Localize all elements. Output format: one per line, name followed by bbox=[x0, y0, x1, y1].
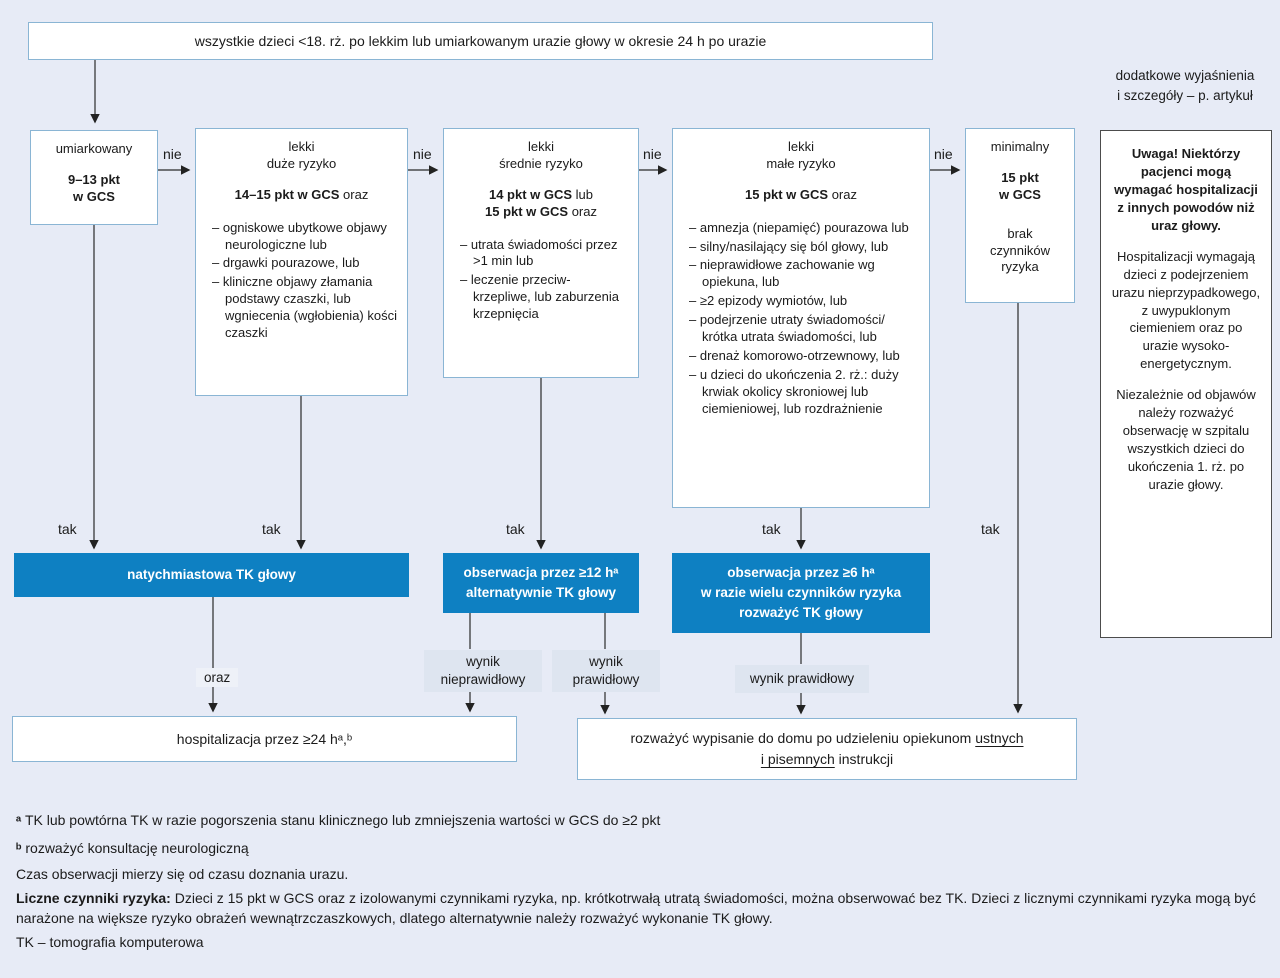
criteria-list: ogniskowe ubytkowe objawy neurologiczne … bbox=[204, 220, 399, 342]
action-box-immediate-ct: natychmiastowa TK głowy bbox=[14, 553, 409, 597]
attention-paragraph: Hospitalizacji wymagają dzieci z podejrz… bbox=[1111, 248, 1261, 372]
box-title: lekki duże ryzyko bbox=[266, 139, 337, 171]
criteria-item: u dzieci do ukończenia 2. rż.: duży krwi… bbox=[689, 367, 919, 418]
attention-note-box: Uwaga! Niektórzy pacjenci mogą wymagać h… bbox=[1100, 130, 1272, 638]
gcs-score: 14–15 pkt w GCS oraz bbox=[204, 187, 399, 204]
gcs-score-rest: lub bbox=[572, 186, 594, 202]
edge-label-tak-2: tak bbox=[262, 521, 281, 537]
criteria-item: kliniczne objawy złamania podstawy czasz… bbox=[212, 274, 397, 342]
severity-box-moderate: umiarkowany 9–13 pkt w GCS bbox=[30, 130, 158, 225]
severity-box-minimal: minimalny 15 pkt w GCS brak czynników ry… bbox=[965, 128, 1075, 303]
result-label-normal-1: wynik prawidłowy bbox=[552, 650, 660, 692]
gcs-score-bold: 14–15 pkt w GCS bbox=[234, 186, 340, 202]
outcome-box-discharge: rozważyć wypisanie do domu po udzieleniu… bbox=[577, 718, 1077, 780]
action-box-observe-12h: obserwacja przez ≥12 hᵃ alternatywnie TK… bbox=[443, 553, 639, 613]
box-title: minimalny bbox=[990, 139, 1050, 154]
entry-criteria-text: wszystkie dzieci <18. rż. po lekkim lub … bbox=[194, 33, 767, 49]
edge-label-nie-1: nie bbox=[163, 146, 182, 162]
criteria-list: amnezja (niepamięć) pourazowa lub silny/… bbox=[681, 220, 921, 418]
criteria-item: leczenie przeciw-krzepliwe, lub zaburzen… bbox=[460, 272, 628, 323]
edge-label-nie-2: nie bbox=[413, 146, 432, 162]
gcs-score-rest: oraz bbox=[828, 186, 857, 202]
edge-label-oraz: oraz bbox=[196, 668, 239, 687]
discharge-text-post: instrukcji bbox=[838, 751, 894, 767]
criteria-item: drgawki pourazowe, lub bbox=[212, 255, 397, 272]
no-risk-factors-text: brak czynników ryzyka bbox=[990, 225, 1050, 275]
gcs-score-line: 14 pkt w GCS lub bbox=[452, 187, 630, 204]
gcs-score-bold: 14 pkt w GCS bbox=[488, 186, 573, 202]
outcome-box-hospitalization: hospitalizacja przez ≥24 hᵃ,ᵇ bbox=[12, 716, 517, 762]
gcs-score-rest: oraz bbox=[568, 203, 597, 219]
discharge-text-underlined: i pisemnych bbox=[760, 751, 835, 767]
severity-box-mild-low-risk: lekki małe ryzyko 15 pkt w GCS oraz amne… bbox=[672, 128, 930, 508]
footnote-marker: ᵃ bbox=[16, 812, 22, 828]
discharge-text-pre: rozważyć wypisanie do domu po udzieleniu… bbox=[630, 730, 972, 746]
additional-info-note: dodatkowe wyjaśnienia i szczegóły – p. a… bbox=[1115, 68, 1255, 103]
box-title: lekki średnie ryzyko bbox=[499, 139, 583, 171]
footnote-risk-heading: Liczne czynniki ryzyka: bbox=[16, 890, 171, 906]
gcs-score-rest: oraz bbox=[339, 186, 369, 202]
severity-box-mild-medium-risk: lekki średnie ryzyko 14 pkt w GCS lub 15… bbox=[443, 128, 639, 378]
action-box-observe-6h: obserwacja przez ≥6 hᵃ w razie wielu czy… bbox=[672, 553, 930, 633]
criteria-item: podejrzenie utraty świadomości/ krótka u… bbox=[689, 312, 919, 346]
gcs-score-line: 15 pkt w GCS oraz bbox=[452, 204, 630, 221]
gcs-score: 9–13 pkt w GCS bbox=[67, 171, 121, 204]
edge-label-tak-3: tak bbox=[506, 521, 525, 537]
entry-criteria-box: wszystkie dzieci <18. rż. po lekkim lub … bbox=[28, 22, 933, 60]
criteria-item: drenaż komorowo-otrzewnowy, lub bbox=[689, 348, 919, 365]
footnote-text: rozważyć konsultację neurologiczną bbox=[25, 840, 249, 856]
footnote-text: Dzieci z 15 pkt w GCS oraz z izolowanymi… bbox=[16, 890, 1256, 927]
discharge-text-underlined: ustnych bbox=[975, 730, 1024, 746]
severity-box-mild-high-risk: lekki duże ryzyko 14–15 pkt w GCS oraz o… bbox=[195, 128, 408, 396]
criteria-item: amnezja (niepamięć) pourazowa lub bbox=[689, 220, 919, 237]
discharge-text: rozważyć wypisanie do domu po udzieleniu… bbox=[630, 728, 1023, 770]
gcs-score: 15 pkt w GCS bbox=[999, 169, 1041, 202]
gcs-score: 14 pkt w GCS lub 15 pkt w GCS oraz bbox=[452, 187, 630, 221]
attention-paragraph: Uwaga! Niektórzy pacjenci mogą wymagać h… bbox=[1114, 146, 1258, 233]
result-label-normal-2: wynik prawidłowy bbox=[735, 665, 869, 693]
edge-label-nie-4: nie bbox=[934, 146, 953, 162]
criteria-item: nieprawidłowe zachowanie wg opiekuna, lu… bbox=[689, 257, 919, 291]
gcs-score: 15 pkt w GCS oraz bbox=[681, 187, 921, 204]
gcs-score-bold: 15 pkt w GCS bbox=[745, 186, 829, 202]
gcs-score-bold: 15 pkt w GCS bbox=[485, 203, 569, 219]
criteria-item: ≥2 epizody wymiotów, lub bbox=[689, 293, 919, 310]
criteria-item: utrata świadomości przez >1 min lub bbox=[460, 237, 628, 271]
criteria-item: silny/nasilający się ból głowy, lub bbox=[689, 239, 919, 256]
footnote-observation-time: Czas obserwacji mierzy się od czasu dozn… bbox=[16, 866, 349, 882]
attention-paragraph: Niezależnie od objawów należy rozważyć o… bbox=[1116, 387, 1256, 492]
footnote-multiple-risk-factors: Liczne czynniki ryzyka: Dzieci z 15 pkt … bbox=[16, 888, 1264, 929]
box-title: umiarkowany bbox=[55, 141, 133, 156]
box-title: lekki małe ryzyko bbox=[766, 139, 836, 171]
hospitalization-text: hospitalizacja przez ≥24 hᵃ,ᵇ bbox=[176, 730, 353, 747]
edge-label-tak-5: tak bbox=[981, 521, 1000, 537]
edge-label-nie-3: nie bbox=[643, 146, 662, 162]
edge-label-tak-4: tak bbox=[762, 521, 781, 537]
footnote-marker: ᵇ bbox=[16, 840, 22, 856]
footnote-text: TK lub powtórna TK w razie pogorszenia s… bbox=[24, 812, 661, 828]
criteria-item: ogniskowe ubytkowe objawy neurologiczne … bbox=[212, 220, 397, 254]
footnote-a: ᵃ TK lub powtórna TK w razie pogorszenia… bbox=[16, 810, 660, 830]
footnote-tk-abbreviation: TK – tomografia komputerowa bbox=[16, 934, 204, 950]
criteria-list: utrata świadomości przez >1 min lub lecz… bbox=[452, 237, 630, 323]
result-label-abnormal: wynik nieprawidłowy bbox=[424, 650, 542, 692]
footnote-b: ᵇ rozważyć konsultację neurologiczną bbox=[16, 838, 249, 858]
edge-label-tak-1: tak bbox=[58, 521, 77, 537]
